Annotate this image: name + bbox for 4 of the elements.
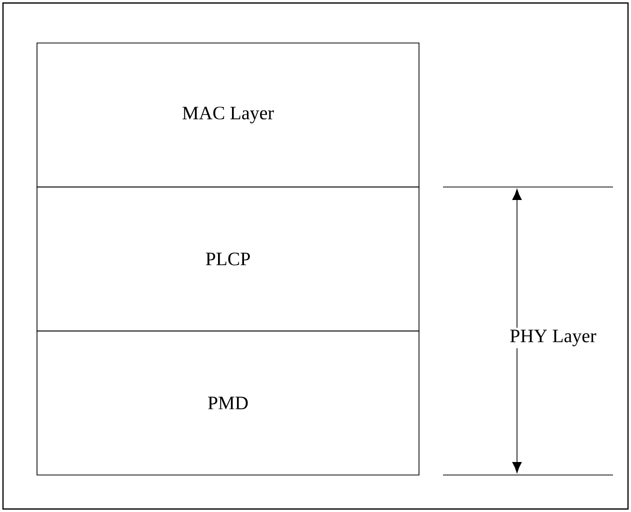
layer-box: PMD <box>36 330 420 476</box>
dimension-label: PHY Layer <box>508 328 598 348</box>
layer-box: MAC Layer <box>36 42 420 188</box>
layer-box: PLCP <box>36 186 420 332</box>
